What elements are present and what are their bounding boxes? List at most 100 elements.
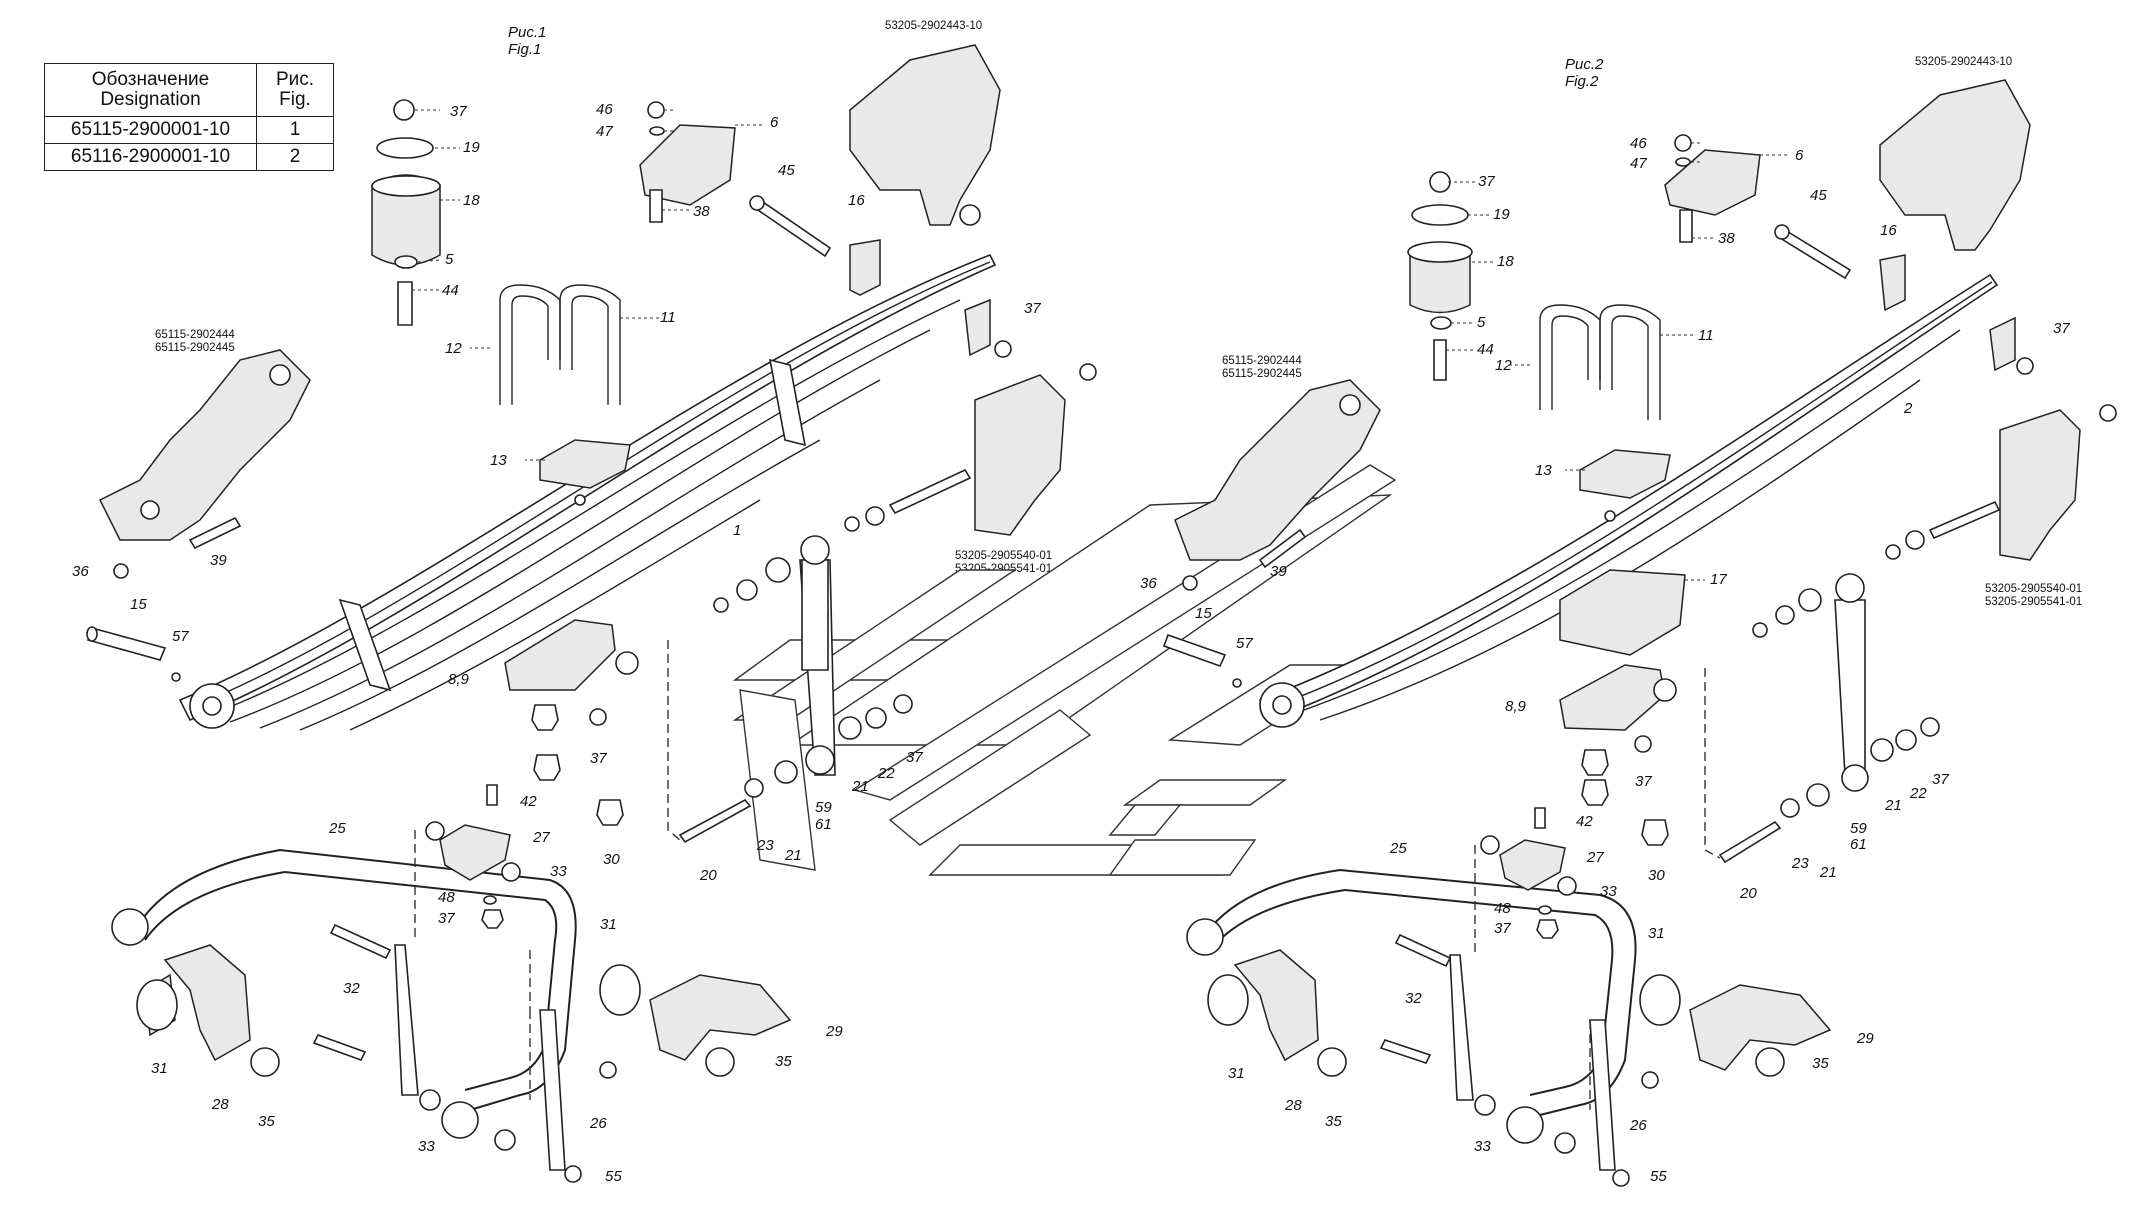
callout: 61 [815, 816, 832, 833]
callout: 18 [1497, 253, 1514, 270]
callout: 33 [550, 863, 567, 880]
callout: 59 [815, 799, 832, 816]
figure-2-title-ru: Рис.2 [1565, 56, 1604, 73]
figure-2-title: Рис.2 Fig.2 [1565, 56, 1603, 90]
callout: 5 [1477, 314, 1486, 331]
callout: 30 [603, 851, 620, 868]
callout: 22 [1909, 785, 1927, 802]
callout: 35 [1325, 1113, 1342, 1130]
callout: 37 [590, 750, 607, 767]
callout: 33 [1474, 1138, 1491, 1155]
callout: 29 [1856, 1030, 1874, 1047]
callout: 31 [600, 916, 617, 933]
callout: 39 [1270, 563, 1287, 580]
callout: 21 [1884, 797, 1902, 814]
callout: 28 [211, 1096, 229, 1113]
callout: 23 [756, 837, 774, 854]
code-front-bracket-f2: 53205-2902443-10 [1915, 56, 2013, 68]
callout: 37 [1932, 771, 1949, 788]
callout: 8,9 [448, 671, 470, 688]
callout: 13 [490, 452, 507, 469]
callout: 19 [1493, 206, 1510, 223]
code-line: 65115-2902444 [155, 329, 235, 341]
callout: 5 [445, 251, 454, 268]
callout: 16 [848, 192, 865, 209]
code-line: 65115-2902445 [155, 342, 235, 354]
callout: 18 [463, 192, 480, 209]
fig1-callouts: 37 19 18 5 44 46 47 6 38 45 16 11 12 13 … [72, 101, 1041, 1185]
table-row: 65115-2900001-10 1 [44, 116, 334, 144]
callout: 27 [532, 829, 550, 846]
code-line: 53205-2905540-01 [1985, 583, 2083, 595]
callout: 31 [1228, 1065, 1245, 1082]
callout: 21 [1819, 864, 1837, 881]
callout: 31 [1648, 925, 1665, 942]
callout: 46 [596, 101, 613, 118]
callout: 12 [445, 340, 462, 357]
code-line: 65115-2902445 [1222, 368, 1302, 380]
callout: 31 [151, 1060, 168, 1077]
fig-cell: 2 [256, 142, 334, 171]
callout: 12 [1495, 357, 1512, 374]
callout: 21 [784, 847, 802, 864]
callout: 35 [775, 1053, 792, 1070]
callout: 6 [770, 114, 779, 131]
callout: 33 [1600, 883, 1617, 900]
callout: 2 [1903, 400, 1913, 417]
callout: 19 [463, 139, 480, 156]
code-rear-bracket-f1: 65115-2902444 65115-2902445 [155, 329, 235, 355]
code-front-bracket-f1: 53205-2902443-10 [885, 20, 983, 32]
callout: 25 [328, 820, 346, 837]
callout: 42 [1576, 813, 1593, 830]
callout: 21 [851, 778, 869, 795]
callout: 8,9 [1505, 698, 1527, 715]
table-header-row: Обозначение Designation Рис. Fig. [44, 63, 334, 117]
callout: 37 [1494, 920, 1511, 937]
callout: 29 [825, 1023, 843, 1040]
callout: 45 [1810, 187, 1827, 204]
header-designation: Обозначение Designation [44, 63, 257, 117]
leader-lines [412, 109, 1790, 581]
callout: 48 [1494, 900, 1511, 917]
table-row: 65116-2900001-10 2 [44, 142, 334, 171]
callout: 28 [1284, 1097, 1302, 1114]
code-line: 53205-2905540-01 [955, 550, 1053, 562]
callout: 17 [1710, 571, 1727, 588]
callout: 23 [1791, 855, 1809, 872]
callout: 37 [450, 103, 467, 120]
callout: 26 [1629, 1117, 1647, 1134]
callout: 47 [1630, 155, 1647, 172]
callout: 26 [589, 1115, 607, 1132]
callout: 37 [906, 749, 923, 766]
callout: 37 [2053, 320, 2070, 337]
figure-2-drawing [1162, 79, 2117, 1187]
figure-1-title-en: Fig.1 [508, 41, 542, 58]
figure-1-title: Рис.1 Fig.1 [508, 24, 546, 58]
designation-cell: 65115-2900001-10 [44, 116, 257, 144]
callout: 46 [1630, 135, 1647, 152]
callout: 57 [172, 628, 189, 645]
callout: 38 [693, 203, 710, 220]
callout: 55 [605, 1168, 622, 1185]
callout: 39 [210, 552, 227, 569]
callout: 37 [1635, 773, 1652, 790]
callout: 37 [1024, 300, 1041, 317]
callout: 16 [1880, 222, 1897, 239]
callout: 59 [1850, 820, 1867, 837]
header-fig: Рис. Fig. [256, 63, 334, 117]
callout: 37 [1478, 173, 1495, 190]
callout: 15 [1195, 605, 1212, 622]
designation-table: Обозначение Designation Рис. Fig. 65115-… [44, 63, 334, 171]
callout: 13 [1535, 462, 1552, 479]
callout: 48 [438, 889, 455, 906]
callout: 35 [258, 1113, 275, 1130]
callout: 45 [778, 162, 795, 179]
code-shock-bracket-f2: 53205-2905540-01 53205-2905541-01 [1985, 583, 2082, 609]
callout: 36 [72, 563, 89, 580]
callout: 11 [660, 309, 676, 326]
figure-1-drawing [86, 44, 1097, 1183]
callout: 35 [1812, 1055, 1829, 1072]
callout: 38 [1718, 230, 1735, 247]
figure-1-title-ru: Рис.1 [508, 24, 547, 41]
